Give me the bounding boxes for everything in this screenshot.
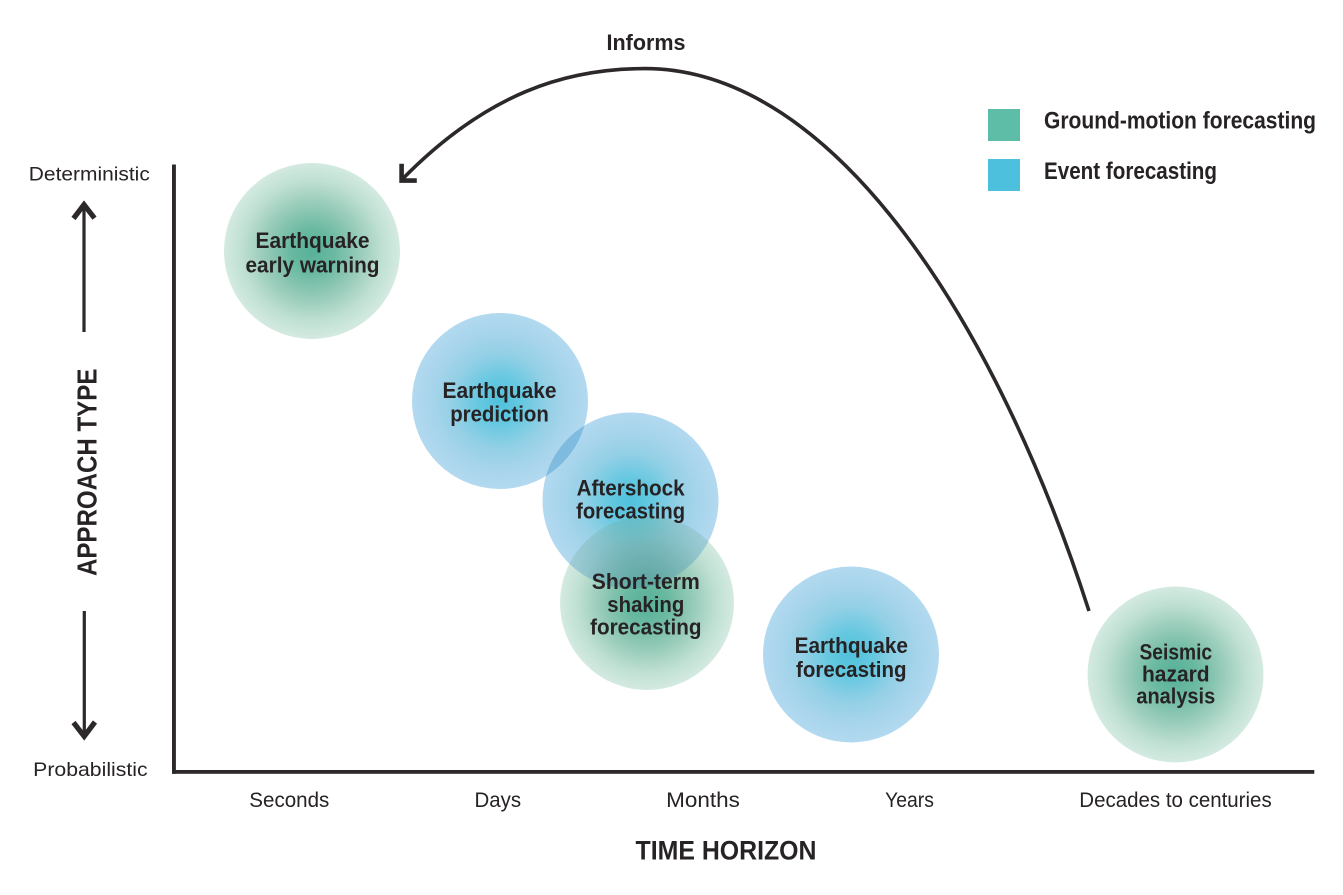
svg-text:Event forecasting: Event forecasting [1044, 158, 1217, 185]
svg-text:Ground-motion forecasting: Ground-motion forecasting [1044, 108, 1316, 135]
svg-text:Deterministic: Deterministic [29, 164, 150, 186]
svg-text:Earthquake: Earthquake [443, 378, 557, 403]
svg-text:APPROACH TYPE: APPROACH TYPE [72, 369, 103, 577]
svg-text:TIME HORIZON: TIME HORIZON [636, 836, 817, 866]
svg-text:Seconds: Seconds [249, 788, 329, 812]
svg-text:Seismic: Seismic [1140, 639, 1213, 664]
svg-text:Probabilistic: Probabilistic [33, 759, 148, 781]
svg-text:forecasting: forecasting [590, 615, 701, 640]
svg-text:Months: Months [666, 788, 740, 812]
svg-text:forecasting: forecasting [796, 657, 907, 682]
svg-text:hazard: hazard [1142, 662, 1210, 687]
svg-text:prediction: prediction [450, 401, 549, 426]
svg-text:Informs: Informs [607, 30, 686, 55]
svg-text:early warning: early warning [246, 252, 380, 277]
svg-text:Years: Years [885, 788, 934, 812]
svg-text:forecasting: forecasting [576, 499, 685, 524]
svg-text:analysis: analysis [1136, 684, 1215, 709]
svg-text:Earthquake: Earthquake [256, 228, 370, 253]
svg-text:Aftershock: Aftershock [577, 476, 685, 501]
svg-text:Earthquake: Earthquake [795, 633, 908, 658]
svg-text:shaking: shaking [607, 592, 684, 617]
svg-text:Short-term: Short-term [592, 569, 700, 594]
svg-text:Days: Days [475, 788, 522, 812]
svg-text:Decades to centuries: Decades to centuries [1079, 788, 1271, 812]
